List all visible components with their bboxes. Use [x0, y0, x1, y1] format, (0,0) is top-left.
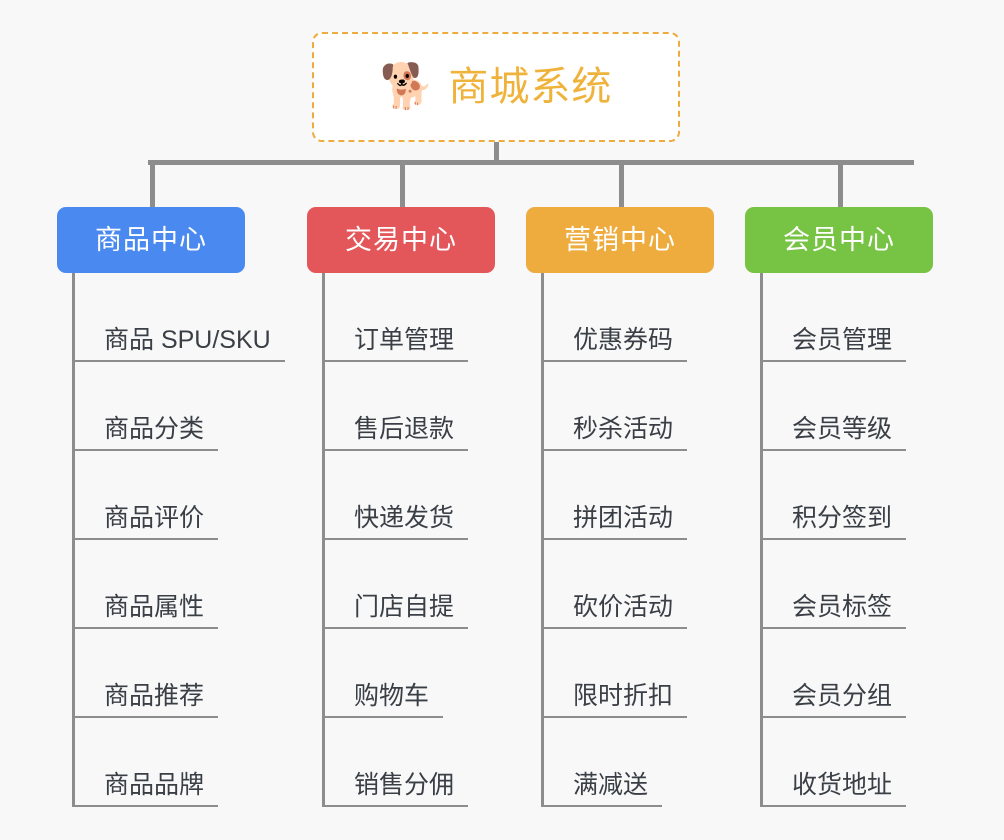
category-box-product-center[interactable]: 商品中心	[57, 207, 245, 273]
leaf-item[interactable]: 快递发货	[322, 451, 469, 540]
connector-drop-product-center	[150, 160, 155, 208]
leaf-item[interactable]: 购物车	[322, 629, 468, 718]
leaf-list-marketing-center: 优惠券码秒杀活动拼团活动砍价活动限时折扣满减送	[541, 273, 688, 807]
root-title: 商城系统	[448, 65, 613, 109]
leaf-item-label: 积分签到	[760, 504, 907, 540]
leaf-item-label: 砍价活动	[541, 593, 688, 629]
leaf-item[interactable]: 满减送	[541, 718, 687, 807]
leaf-item[interactable]: 优惠券码	[541, 273, 688, 362]
column-member-center: 会员中心会员管理会员等级积分签到会员标签会员分组收货地址	[745, 207, 933, 807]
leaf-list-product-center: 商品 SPU/SKU 商品分类商品评价商品属性商品推荐商品品牌	[72, 273, 285, 807]
connector-trunk-product-center	[72, 273, 75, 807]
column-trade-center: 交易中心订单管理售后退款快递发货门店自提购物车销售分佣	[307, 207, 495, 807]
shiba-dog-face-icon: 🐕	[379, 62, 435, 111]
leaf-list-trade-center: 订单管理售后退款快递发货门店自提购物车销售分佣	[322, 273, 469, 807]
category-label: 交易中心	[345, 224, 457, 255]
leaf-item-label: 购物车	[322, 682, 444, 718]
leaf-item[interactable]: 售后退款	[322, 362, 469, 451]
leaf-item-label: 门店自提	[322, 593, 469, 629]
leaf-item-label: 快递发货	[322, 504, 469, 540]
leaf-item-label: 销售分佣	[322, 771, 469, 807]
leaf-item-label: 拼团活动	[541, 504, 688, 540]
leaf-item-label: 订单管理	[322, 326, 469, 362]
leaf-list-member-center: 会员管理会员等级积分签到会员标签会员分组收货地址	[760, 273, 907, 807]
connector-drop-marketing-center	[619, 160, 624, 208]
leaf-item-label: 商品分类	[72, 415, 219, 451]
leaf-item[interactable]: 会员标签	[760, 540, 907, 629]
leaf-item-label: 商品推荐	[72, 682, 219, 718]
leaf-item[interactable]: 商品品牌	[72, 718, 285, 807]
category-box-trade-center[interactable]: 交易中心	[307, 207, 495, 273]
leaf-item-label: 优惠券码	[541, 326, 688, 362]
leaf-item-label: 满减送	[541, 771, 663, 807]
leaf-item-label: 秒杀活动	[541, 415, 688, 451]
leaf-item[interactable]: 销售分佣	[322, 718, 469, 807]
leaf-item-label: 商品属性	[72, 593, 219, 629]
category-label: 商品中心	[95, 224, 207, 255]
leaf-item[interactable]: 砍价活动	[541, 540, 688, 629]
leaf-item-label: 会员标签	[760, 593, 907, 629]
leaf-item[interactable]: 收货地址	[760, 718, 907, 807]
connector-drop-trade-center	[400, 160, 405, 208]
column-marketing-center: 营销中心优惠券码秒杀活动拼团活动砍价活动限时折扣满减送	[526, 207, 714, 807]
leaf-item-label: 会员等级	[760, 415, 907, 451]
leaf-item[interactable]: 商品 SPU/SKU	[72, 273, 285, 362]
leaf-item[interactable]: 订单管理	[322, 273, 469, 362]
category-box-member-center[interactable]: 会员中心	[745, 207, 933, 273]
leaf-item[interactable]: 积分签到	[760, 451, 907, 540]
leaf-item-label: 收货地址	[760, 771, 907, 807]
root-node[interactable]: 🐕 商城系统	[312, 32, 680, 142]
leaf-item[interactable]: 商品评价	[72, 451, 285, 540]
connector-drop-member-center	[838, 160, 843, 208]
category-box-marketing-center[interactable]: 营销中心	[526, 207, 714, 273]
leaf-item-label: 限时折扣	[541, 682, 688, 718]
leaf-item-label: 售后退款	[322, 415, 469, 451]
connector-trunk-trade-center	[322, 273, 325, 807]
leaf-item[interactable]: 拼团活动	[541, 451, 688, 540]
leaf-item[interactable]: 会员分组	[760, 629, 907, 718]
category-label: 会员中心	[783, 224, 895, 255]
connector-trunk-member-center	[760, 273, 763, 807]
leaf-item[interactable]: 限时折扣	[541, 629, 688, 718]
leaf-item-label: 商品 SPU/SKU	[72, 326, 285, 362]
leaf-item-label: 商品评价	[72, 504, 219, 540]
leaf-item-label: 会员分组	[760, 682, 907, 718]
leaf-item[interactable]: 商品分类	[72, 362, 285, 451]
leaf-item[interactable]: 商品推荐	[72, 629, 285, 718]
leaf-item-label: 会员管理	[760, 326, 907, 362]
leaf-item-label: 商品品牌	[72, 771, 219, 807]
leaf-item[interactable]: 门店自提	[322, 540, 469, 629]
connector-root-stem	[494, 142, 499, 164]
leaf-item[interactable]: 秒杀活动	[541, 362, 688, 451]
leaf-item[interactable]: 会员等级	[760, 362, 907, 451]
connector-trunk-marketing-center	[541, 273, 544, 807]
column-product-center: 商品中心商品 SPU/SKU 商品分类商品评价商品属性商品推荐商品品牌	[57, 207, 285, 807]
leaf-item[interactable]: 商品属性	[72, 540, 285, 629]
leaf-item[interactable]: 会员管理	[760, 273, 907, 362]
connector-horizontal-bus	[148, 160, 914, 165]
category-label: 营销中心	[564, 224, 676, 255]
